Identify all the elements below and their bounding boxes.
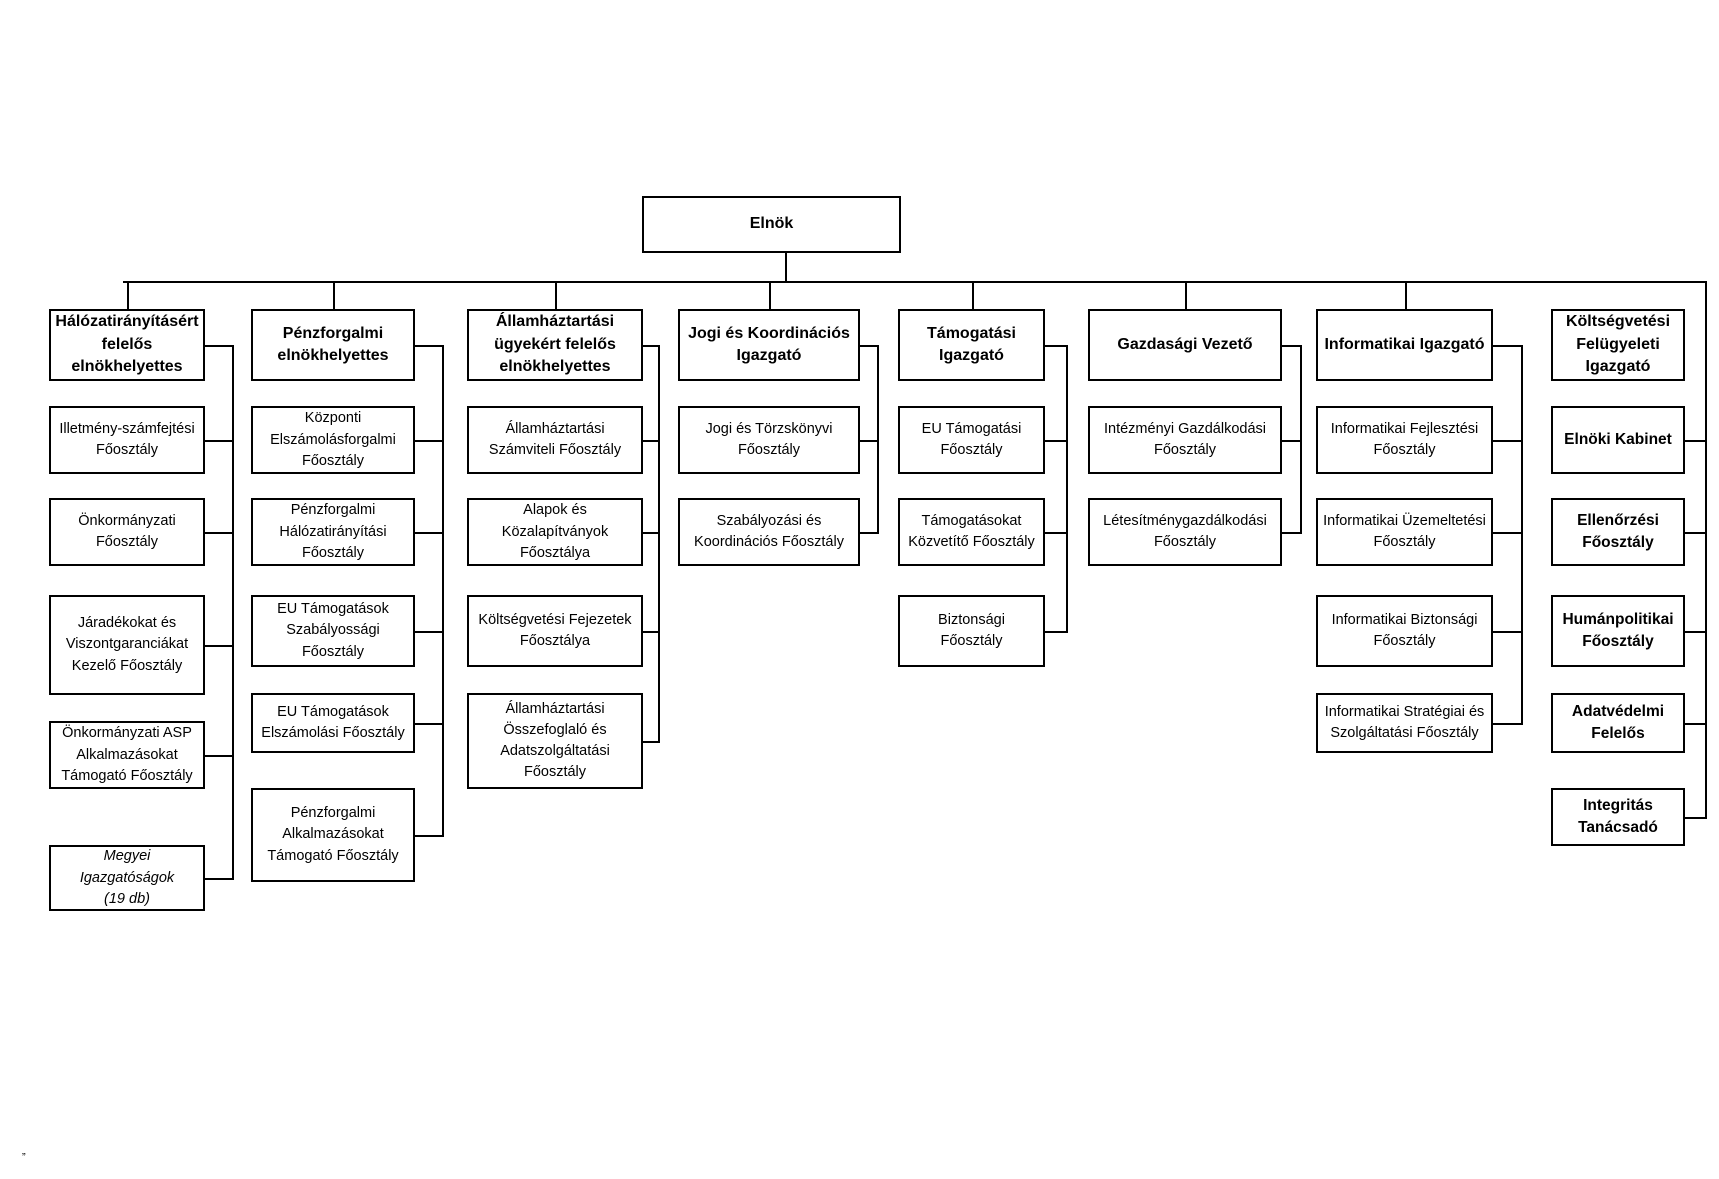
unit-box: Támogatásokat Közvetítő Főosztály: [898, 498, 1045, 566]
connector-line: [1045, 440, 1066, 442]
connector-line: [205, 645, 232, 647]
connector-line: [127, 281, 129, 309]
unit-box: Humánpolitikai Főosztály: [1551, 595, 1685, 667]
unit-box: Alapok és Közalapítványok Főosztálya: [467, 498, 643, 566]
department-head-box: Pénzforgalmi elnökhelyettes: [251, 309, 415, 381]
unit-box: Biztonsági Főosztály: [898, 595, 1045, 667]
unit-box: Államháztartási Összefoglaló és Adatszol…: [467, 693, 643, 789]
connector-line: [1045, 345, 1066, 347]
unit-box: Létesítménygazdálkodási Főosztály: [1088, 498, 1282, 566]
connector-line: [205, 532, 232, 534]
connector-line: [769, 281, 771, 309]
connector-line: [1521, 345, 1523, 725]
unit-box: Ellenőrzési Főosztály: [1551, 498, 1685, 566]
department-head-box: Jogi és Koordinációs Igazgató: [678, 309, 860, 381]
unit-box: Szabályozási és Koordinációs Főosztály: [678, 498, 860, 566]
unit-box: Önkormányzati Főosztály: [49, 498, 205, 566]
connector-line: [1685, 817, 1705, 819]
unit-box: Informatikai Stratégiai és Szolgáltatási…: [1316, 693, 1493, 753]
connector-line: [232, 345, 234, 880]
department-head-box: Gazdasági Vezető: [1088, 309, 1282, 381]
connector-line: [1493, 631, 1521, 633]
connector-line: [860, 532, 877, 534]
connector-line: [1282, 440, 1300, 442]
connector-line: [1300, 345, 1302, 534]
unit-box: Államháztartási Számviteli Főosztály: [467, 406, 643, 474]
unit-box: Adatvédelmi Felelős: [1551, 693, 1685, 753]
department-head-box: Államháztartási ügyekért felelős elnökhe…: [467, 309, 643, 381]
connector-line: [205, 345, 232, 347]
connector-line: [1685, 723, 1705, 725]
connector-line: [643, 741, 658, 743]
unit-box: Jogi és Törzskönyvi Főosztály: [678, 406, 860, 474]
department-head-box: Hálózatirányításért felelős elnökhelyett…: [49, 309, 205, 381]
unit-box: Pénzforgalmi Hálózatirányítási Főosztály: [251, 498, 415, 566]
unit-box: EU Támogatási Főosztály: [898, 406, 1045, 474]
unit-box: Informatikai Üzemeltetési Főosztály: [1316, 498, 1493, 566]
unit-box: Illetmény-számfejtési Főosztály: [49, 406, 205, 474]
unit-box: EU Támogatások Szabályossági Főosztály: [251, 595, 415, 667]
department-head-box: Támogatási Igazgató: [898, 309, 1045, 381]
connector-line: [1493, 532, 1521, 534]
president-box: Elnök: [642, 196, 901, 253]
connector-line: [415, 835, 442, 837]
connector-line: [658, 345, 660, 743]
connector-line: [1685, 440, 1705, 442]
connector-line: [415, 345, 442, 347]
connector-line: [1282, 345, 1300, 347]
corner-mark: „: [22, 1145, 26, 1157]
unit-box: EU Támogatások Elszámolási Főosztály: [251, 693, 415, 753]
connector-line: [1685, 532, 1705, 534]
connector-line: [785, 253, 787, 281]
connector-line: [123, 281, 1705, 283]
unit-box: Intézményi Gazdálkodási Főosztály: [1088, 406, 1282, 474]
connector-line: [1493, 723, 1521, 725]
connector-line: [972, 281, 974, 309]
connector-line: [860, 440, 877, 442]
unit-box: Központi Elszámolásforgalmi Főosztály: [251, 406, 415, 474]
connector-line: [1045, 631, 1066, 633]
connector-line: [415, 631, 442, 633]
unit-box: Költségvetési Fejezetek Főosztálya: [467, 595, 643, 667]
unit-box: Önkormányzati ASP Alkalmazásokat Támogat…: [49, 721, 205, 789]
connector-line: [643, 440, 658, 442]
connector-line: [860, 345, 877, 347]
connector-line: [1493, 440, 1521, 442]
connector-line: [643, 631, 658, 633]
connector-line: [1045, 532, 1066, 534]
connector-line: [415, 723, 442, 725]
department-head-box: Informatikai Igazgató: [1316, 309, 1493, 381]
connector-line: [555, 281, 557, 309]
connector-line: [877, 345, 879, 534]
connector-line: [415, 440, 442, 442]
connector-line: [1493, 345, 1521, 347]
unit-box: Integritás Tanácsadó: [1551, 788, 1685, 846]
unit-box: Járadékokat és Viszontgaranciákat Kezelő…: [49, 595, 205, 695]
connector-line: [1282, 532, 1300, 534]
connector-line: [1405, 281, 1407, 309]
unit-box: Informatikai Fejlesztési Főosztály: [1316, 406, 1493, 474]
connector-line: [643, 532, 658, 534]
department-head-box: Költségvetési Felügyeleti Igazgató: [1551, 309, 1685, 381]
unit-box: Megyei Igazgatóságok (19 db): [49, 845, 205, 911]
connector-line: [205, 755, 232, 757]
connector-line: [205, 878, 232, 880]
connector-line: [205, 440, 232, 442]
connector-line: [415, 532, 442, 534]
connector-line: [1685, 631, 1705, 633]
connector-line: [1185, 281, 1187, 309]
connector-line: [333, 281, 335, 309]
unit-box: Elnöki Kabinet: [1551, 406, 1685, 474]
unit-box: Pénzforgalmi Alkalmazásokat Támogató Főo…: [251, 788, 415, 882]
connector-line: [1066, 345, 1068, 633]
connector-line: [643, 345, 658, 347]
unit-box: Informatikai Biztonsági Főosztály: [1316, 595, 1493, 667]
connector-line: [442, 345, 444, 837]
connector-line: [1705, 281, 1707, 819]
